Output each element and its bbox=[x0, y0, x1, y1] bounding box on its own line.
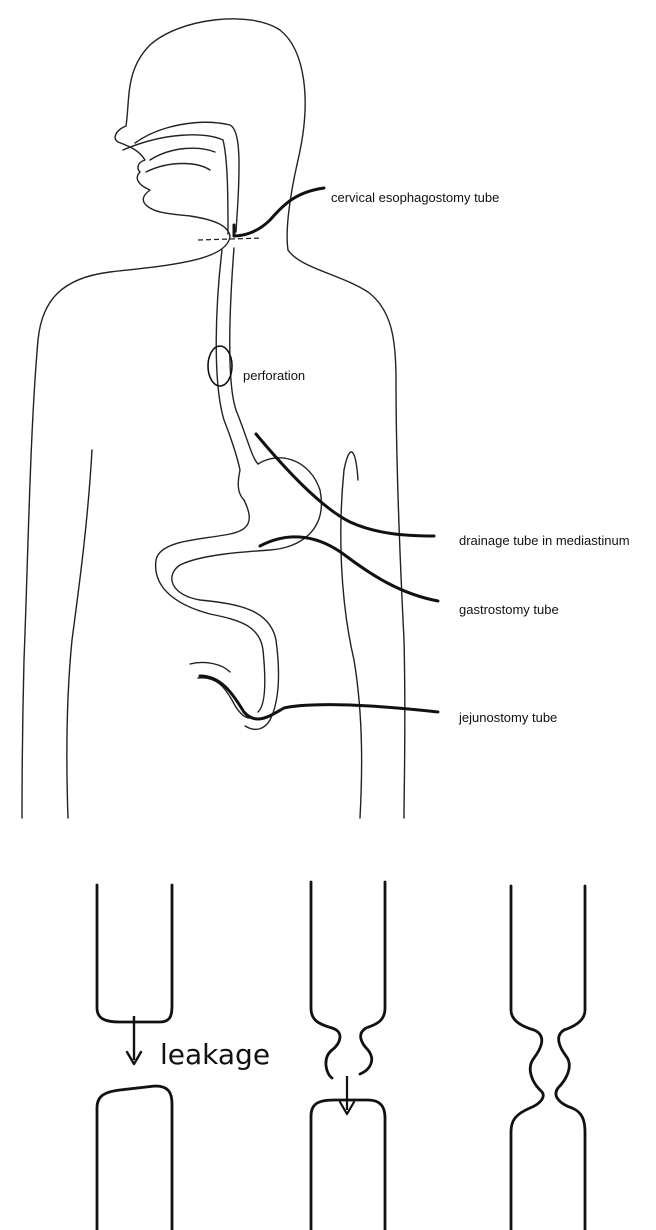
panel-healed-anastomosis bbox=[511, 886, 585, 1230]
panel3-left-wall bbox=[511, 886, 543, 1230]
label-cervical-esophagostomy-tube: cervical esophagostomy tube bbox=[331, 190, 499, 205]
drainage-tube-mediastinum bbox=[256, 434, 434, 536]
label-leakage: leakage bbox=[160, 1038, 270, 1071]
left-shoulder-arm bbox=[22, 236, 230, 818]
palate-line bbox=[150, 148, 215, 160]
jejunum-outer bbox=[190, 662, 230, 672]
label-gastrostomy-tube: gastrostomy tube bbox=[459, 602, 559, 617]
cervical-esophagostomy-tube bbox=[234, 188, 324, 236]
jejunostomy-tube bbox=[200, 676, 438, 719]
left-torso bbox=[67, 450, 92, 818]
perforation-marker bbox=[208, 346, 232, 386]
panel-anastomotic-leak bbox=[311, 882, 385, 1230]
stomach-inner bbox=[156, 500, 265, 712]
panel2-lower-segment bbox=[311, 1100, 385, 1230]
stomach bbox=[156, 458, 322, 730]
right-inner-arm bbox=[344, 452, 358, 480]
head-outline bbox=[115, 19, 305, 250]
panel2-upper-left-wall bbox=[311, 882, 340, 1078]
label-perforation: perforation bbox=[243, 368, 305, 383]
esophagus-right-wall bbox=[230, 248, 258, 464]
body-silhouette bbox=[22, 19, 405, 818]
panel1-lower-segment bbox=[97, 1086, 172, 1230]
panel3-right-wall bbox=[556, 886, 585, 1230]
panel1-upper-segment bbox=[97, 885, 172, 1022]
panel2-upper-right-wall bbox=[360, 882, 385, 1074]
panel-leakage: leakage bbox=[97, 885, 270, 1230]
label-jejunostomy-tube: jejunostomy tube bbox=[458, 710, 557, 725]
tongue-line bbox=[146, 164, 210, 173]
stomach-outer bbox=[172, 458, 322, 730]
label-drainage-tube: drainage tube in mediastinum bbox=[459, 533, 630, 548]
